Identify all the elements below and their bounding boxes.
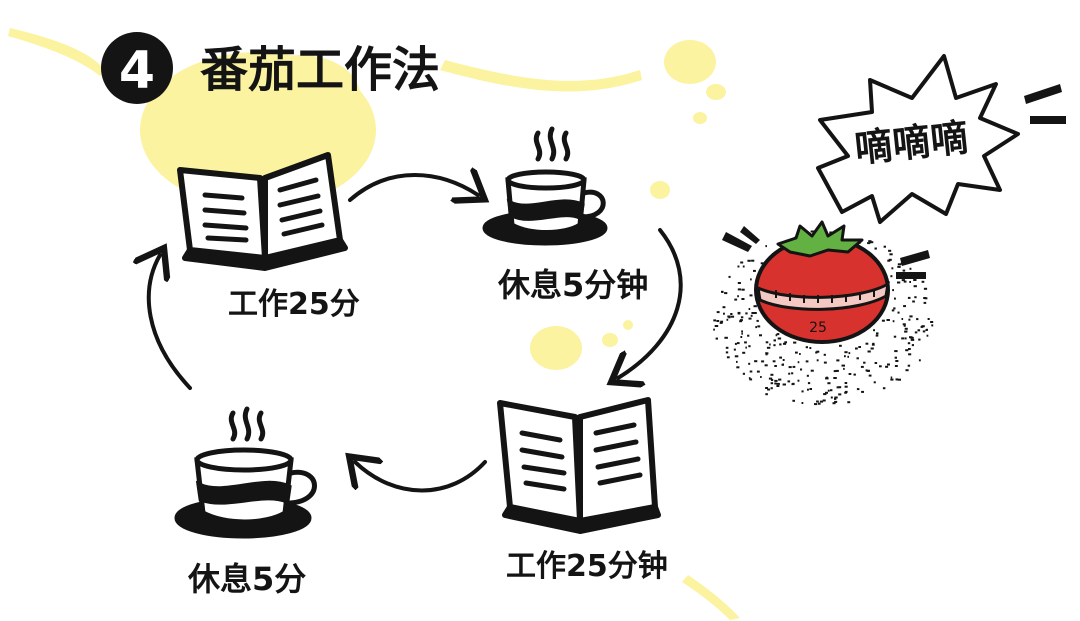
alarm-burst: 嘀嘀嘀 [816,54,1066,224]
page-title: 番茄工作法 [200,42,440,98]
open-book-icon [497,397,661,534]
cycle-arrows [149,175,683,493]
tomato-timer-icon: 25 [713,220,934,406]
step-label-rest-5: 休息5分 [187,560,306,598]
title: 4 番茄工作法 [101,32,440,104]
yellow-highlight-splashes [8,28,740,620]
arrow-rest-to-work-left [149,255,192,390]
arrow-work-to-rest-bottom [355,462,487,493]
tea-cup-icon [482,126,608,246]
arrow-rest-to-work [618,228,683,378]
tea-cup-icon [174,406,317,539]
step-label-rest-5-min: 休息5分钟 [497,266,648,304]
alarm-sound-marks [1024,84,1066,124]
step-number: 4 [119,41,155,101]
timer-dial-number: 25 [809,320,827,336]
open-book-icon [177,152,348,271]
step-number-badge [101,32,173,104]
arrow-work-to-rest [348,175,478,200]
step-label-work-25: 工作25分 [228,287,360,322]
step-label-work-25-min: 工作25分钟 [506,549,668,584]
